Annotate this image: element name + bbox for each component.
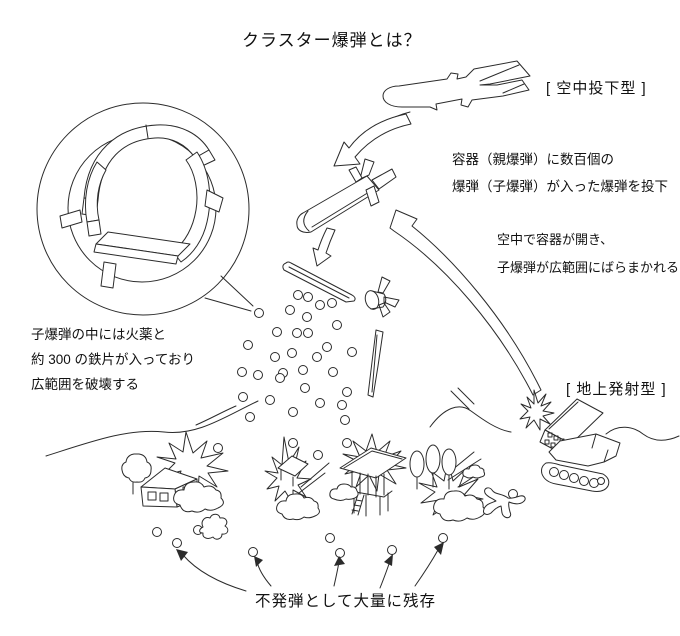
- parent-bomb-figure: [296, 158, 397, 233]
- person-figure-blown: [483, 487, 526, 519]
- falling-bomblets: [213, 290, 357, 460]
- note-bomblet-contents: 子爆弾の中には火薬と 約 300 の鉄片が入っており 広範囲を破壊する: [31, 322, 195, 397]
- note-unexploded: 不発弾として大量に残存: [255, 593, 437, 610]
- note-bomblet-line2: 約 300 の鉄片が入っており: [31, 352, 195, 367]
- note-midair-release: 空中で容器が開き、 子爆弾が広範囲にばらまかれる: [497, 226, 679, 282]
- tree-icons-right: [409, 444, 457, 490]
- smoke-cloud-icons: [173, 464, 486, 522]
- tree-icon-left: [121, 453, 152, 495]
- note-container-line1: 容器（親爆弾）に数百個の: [452, 152, 614, 167]
- bomb-open-arrow-icon: [312, 227, 336, 267]
- casing-half-left: [282, 261, 356, 303]
- note-midair-line2: 子爆弾が広範囲にばらまかれる: [497, 260, 680, 275]
- note-bomblet-line3: 広範囲を破壊する: [31, 377, 139, 392]
- label-ground-launched: [ 地上発射型 ]: [566, 381, 667, 398]
- rocket-launcher-figure: [450, 387, 621, 492]
- magnifier-callout: [36, 102, 264, 318]
- submunition-cutaway-figure: [59, 124, 224, 289]
- air-drop-arrow-icon: [333, 113, 412, 167]
- person-figure-fallen: [193, 513, 229, 540]
- stilt-house-figure: [339, 447, 407, 517]
- page-title: クラスター爆弾とは？: [242, 31, 422, 50]
- unexploded-pointer-arrows: [176, 542, 444, 592]
- note-midair-line1: 空中で容器が開き、: [497, 232, 614, 247]
- note-bomblet-line1: 子爆弾の中には火薬と: [31, 327, 166, 342]
- label-air-dropped: [ 空中投下型 ]: [546, 80, 647, 97]
- bomb-tail-fin-unit: [364, 276, 400, 318]
- terrain-lines: [45, 400, 680, 457]
- ground-launch-arrow-icon: [389, 209, 542, 396]
- unexploded-bomblets: [152, 527, 448, 558]
- note-container-bomb: 容器（親爆弾）に数百個の 爆弾（子爆弾）が入った爆弾を投下: [452, 146, 668, 200]
- casing-half-right: [367, 329, 384, 398]
- aircraft-figure: [382, 60, 531, 111]
- launch-flash-icon: [519, 389, 555, 431]
- small-house-figure: [277, 455, 309, 487]
- note-container-line2: 爆弾（子爆弾）が入った爆弾を投下: [452, 179, 668, 194]
